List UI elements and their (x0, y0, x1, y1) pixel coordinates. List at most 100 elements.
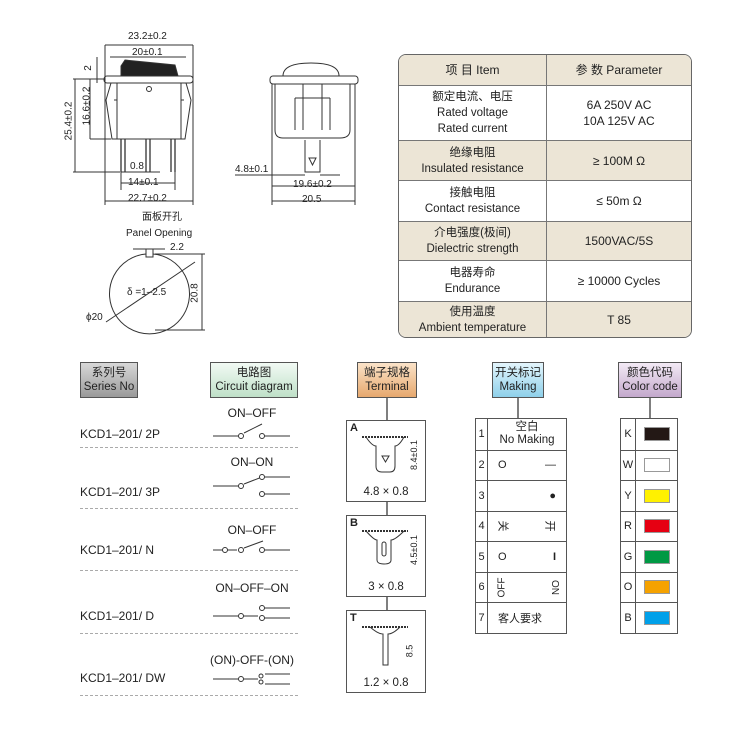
making-off-symbol: O (498, 459, 507, 472)
terminal-size: 3 × 0.8 (368, 581, 404, 593)
dim-total-height: 25.4±0.2 (63, 101, 75, 141)
making-custom: 客人要求 (498, 612, 542, 625)
making-on-symbol: 开 (543, 520, 556, 532)
color-letter: O (621, 572, 636, 602)
color-letter: B (621, 603, 636, 633)
making-number: 1 (476, 419, 488, 450)
spec-value: ≥ 10000 Cycles (577, 274, 661, 288)
series-item: KCD1–201/ 2P (80, 427, 161, 441)
header-item: 项 目 Item (399, 55, 547, 85)
circuit-diagrams (213, 423, 290, 685)
series-item: KCD1–201/ 3P (80, 485, 161, 499)
making-header-cn: 开关标记 (495, 367, 541, 379)
color-code-row: Y (621, 480, 677, 511)
spec-item-cn: 接触电阻 (449, 187, 496, 199)
making-off-symbol: 关 (496, 520, 509, 532)
color-swatch (643, 427, 670, 442)
circuit-header-cn: 电路图 (236, 367, 272, 379)
spec-value: T 85 (607, 312, 631, 327)
spec-value: ≤ 50m Ω (596, 194, 642, 208)
dim-body-height: 16.6±0.2 (81, 86, 93, 126)
terminal-header-cn: 端子规格 (364, 367, 410, 379)
spec-value: ≥ 100M Ω (592, 153, 646, 168)
terminal-dim: 4.5±0.1 (408, 535, 419, 565)
terminal-box-t: T 8.5 1.2 × 0.8 (346, 610, 426, 693)
panel-opening-title-en: Panel Opening (126, 228, 193, 239)
dim-rocker-height: 2 (82, 65, 94, 71)
color-swatch (643, 580, 670, 595)
spec-item-en: Contact resistance (424, 203, 521, 215)
spec-row-contact: 接触电阻 Contact resistance ≤ 50m Ω (399, 180, 691, 221)
spec-value: 10A 125V AC (583, 114, 655, 128)
color-code-row: K (621, 419, 677, 450)
spec-item-en: Insulated resistance (421, 162, 524, 175)
circuit-label: ON–OFF (227, 406, 277, 420)
circuit-label: ON–ON (230, 455, 274, 469)
making-number: 2 (476, 450, 488, 480)
terminal-letter: T (350, 612, 357, 624)
color-code-header-cn: 颜色代码 (627, 367, 673, 379)
making-row: 3● (476, 480, 566, 511)
spec-header-row: 项 目 Item 参 数 Parameter (399, 55, 691, 85)
panel-opening-title-cn: 面板开孔 (142, 212, 182, 223)
series-item: KCD1–201/ DW (80, 671, 166, 685)
dim-side-outer: 20.5 (302, 194, 322, 205)
making-off-symbol: O (498, 550, 507, 563)
row-divider (80, 633, 298, 634)
spec-value: 6A 250V AC (586, 98, 652, 112)
header-parameter: 参 数 Parameter (575, 63, 663, 77)
spec-value: 1500VAC/5S (584, 234, 654, 248)
dim-pin-width: 0.8 (130, 161, 144, 172)
color-letter: R (621, 511, 636, 541)
dim-rocker-width: 20±0.1 (132, 47, 163, 58)
terminal-size: 1.2 × 0.8 (363, 677, 409, 689)
front-view-drawing (73, 44, 194, 205)
color-code-row: O (621, 571, 677, 602)
dim-pin-spacing: 14±0.1 (128, 177, 159, 188)
color-code-row: W (621, 449, 677, 480)
dim-panel-thickness: δ =1–2.5 (127, 287, 167, 298)
terminal-box-a: A 8.4±0.1 4.8 × 0.8 (346, 420, 426, 502)
row-divider (80, 695, 298, 696)
color-code-row: R (621, 510, 677, 541)
row-divider (80, 447, 298, 448)
circuit-label: ON–OFF–ON (215, 581, 289, 595)
color-swatch (643, 610, 670, 625)
color-code-row: G (621, 541, 677, 572)
terminal-drawings (362, 436, 408, 666)
dim-terminal-width: 4.8±0.1 (235, 164, 269, 175)
making-number: 3 (476, 481, 488, 511)
color-swatch (643, 488, 670, 503)
terminal-dim: 8.4±0.1 (408, 440, 419, 470)
series-item: KCD1–201/ N (80, 543, 155, 557)
making-on-symbol: ON (549, 579, 560, 595)
making-number: 4 (476, 511, 488, 541)
spec-item-cn: 使用温度 (449, 305, 496, 318)
color-swatch (643, 458, 670, 473)
circuit-label: ON–OFF (227, 523, 277, 537)
dim-opening-height: 20.8 (189, 283, 201, 303)
spec-item-en: Rated current (437, 123, 508, 135)
making-en: No Making (499, 434, 555, 447)
spec-item-en: Dielectric strength (426, 243, 519, 255)
color-code-row: B (621, 602, 677, 633)
side-view-drawing (235, 62, 359, 205)
terminal-dim: 8.5 (404, 644, 415, 658)
circuit-header: 电路图 Circuit diagram (210, 362, 298, 398)
circuit-header-en: Circuit diagram (215, 381, 293, 393)
spec-item-en: Endurance (444, 283, 501, 295)
